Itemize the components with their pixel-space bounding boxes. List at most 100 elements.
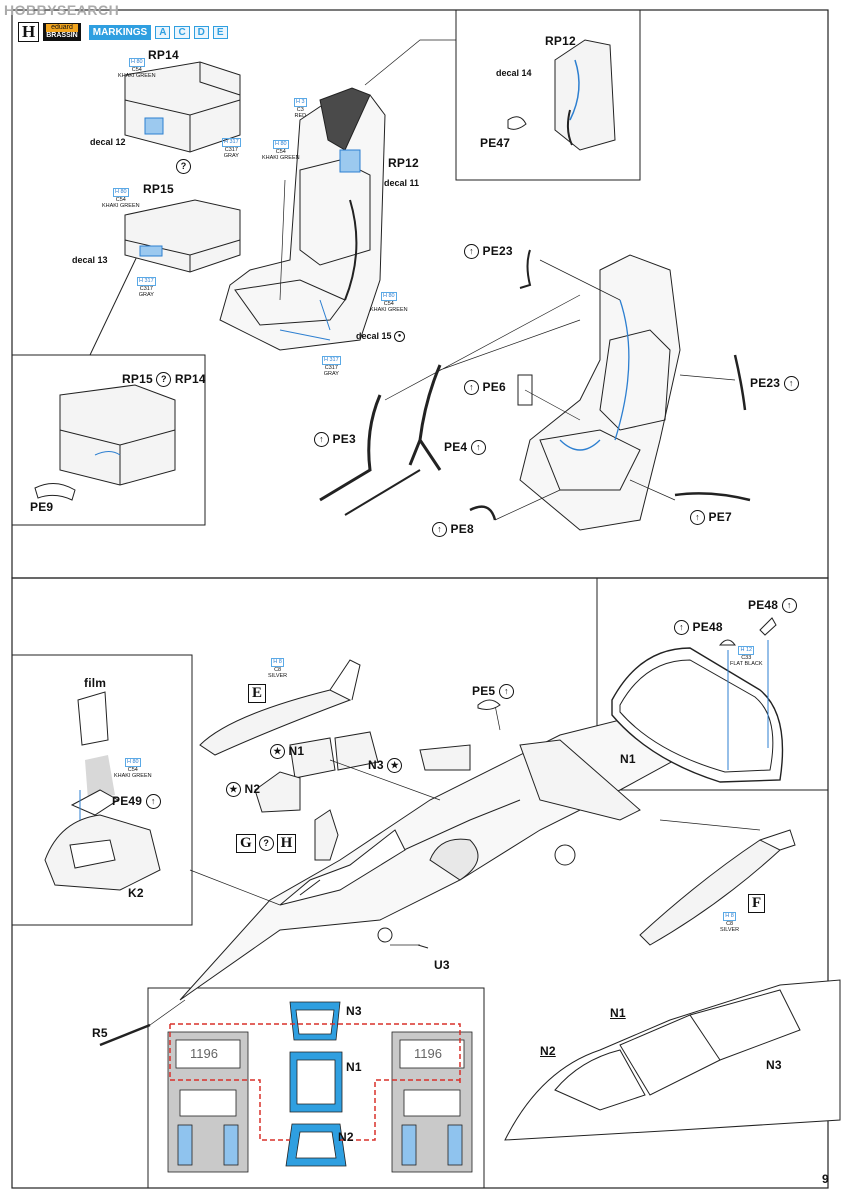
- bend-icon: ↑: [470, 440, 486, 456]
- ccode: C54: [275, 148, 286, 155]
- decal-14: decal 14: [496, 68, 532, 78]
- part-n2-main: ★ N2: [226, 782, 261, 798]
- pe23-label: PE23: [482, 244, 513, 258]
- pe23-label: PE23: [750, 376, 781, 390]
- box-f: F: [748, 894, 766, 913]
- part-n1-main: ★ N1: [270, 744, 304, 760]
- part-k2: K2: [128, 886, 144, 900]
- paint-name: KHAKI GREEN: [118, 73, 156, 79]
- marking-a: A: [155, 25, 171, 39]
- paint-name: KHAKI GREEN: [370, 307, 408, 313]
- part-n1-inset: N1: [620, 752, 636, 766]
- bend-icon: ↑: [464, 244, 479, 260]
- hcode: H 12: [738, 646, 755, 655]
- rp15-label: RP15: [122, 372, 153, 386]
- brand-top: eduard: [46, 24, 78, 32]
- part-n3-main: N3 ★: [368, 758, 403, 774]
- bend-icon: ↑: [145, 794, 161, 810]
- part-pe9: PE9: [30, 500, 54, 514]
- paint-rp14-gray: H 317 C317 GRAY: [222, 138, 241, 160]
- part-r5: R5: [92, 1026, 108, 1040]
- ccode: C54: [131, 66, 142, 73]
- option-g-h: G ? H: [236, 834, 297, 853]
- n3-label: N3: [368, 758, 384, 772]
- hcode: H 3: [294, 98, 307, 107]
- detail-n3: N3: [766, 1058, 782, 1072]
- hcode: H 80: [272, 140, 289, 149]
- bend-icon: ↑: [674, 620, 689, 636]
- ccode: C54: [127, 766, 138, 773]
- option-f-label: F: [748, 894, 766, 913]
- decal-marker-icon: ●: [394, 331, 406, 343]
- marking-c: C: [174, 25, 190, 39]
- paint-seat-gray: H 317 C317 GRAY: [322, 356, 341, 378]
- part-rp12-main: RP12: [388, 156, 419, 170]
- part-pe3: ↑ PE3: [314, 432, 356, 448]
- box-e: E: [248, 684, 267, 703]
- n2-label: N2: [244, 782, 261, 796]
- ccode: C317: [139, 285, 153, 292]
- pe48-label: PE48: [748, 598, 779, 612]
- paint-seat-khaki: H 80 C54 KHAKI GREEN: [262, 140, 300, 162]
- ccode: C54: [383, 300, 394, 307]
- paint-rp15-gray: H 317 C317 GRAY: [137, 277, 156, 299]
- hcode: H 8: [271, 658, 284, 667]
- marking-d: D: [193, 25, 209, 39]
- part-pe7: ↑ PE7: [690, 510, 732, 526]
- bend-icon: ↑: [432, 522, 447, 538]
- decal-11: decal 11: [384, 178, 420, 188]
- ccode: C317: [224, 146, 238, 153]
- paint-name: SILVER: [268, 673, 288, 679]
- step-letter: H: [18, 22, 40, 42]
- paint-rp15-khaki: H 80 C54 KHAKI GREEN: [102, 188, 140, 210]
- decal-15: decal 15 ●: [356, 331, 406, 343]
- detail-n2: N2: [540, 1044, 556, 1058]
- bend-icon: ↑: [464, 380, 479, 396]
- part-rp14: RP14: [148, 48, 179, 62]
- paint-rp14-khaki: H 80 C54 KHAKI GREEN: [118, 58, 156, 80]
- paint-name: GRAY: [223, 153, 239, 159]
- hcode: H 80: [380, 292, 397, 301]
- part-pe48-b: PE48 ↑: [748, 598, 797, 614]
- hcode: H 80: [112, 188, 129, 197]
- question-icon: ?: [258, 836, 274, 851]
- paint-film-khaki: H 80 C54 KHAKI GREEN: [114, 758, 152, 780]
- pe3-label: PE3: [332, 432, 356, 446]
- brassin-logo: eduard BRASSIN: [43, 23, 81, 41]
- marking-e: E: [212, 25, 228, 39]
- hcode: H 317: [137, 277, 156, 286]
- paint-name: GRAY: [138, 292, 154, 298]
- part-pe8: ↑ PE8: [432, 522, 474, 538]
- question-icon: ?: [176, 159, 191, 175]
- paint-name: GRAY: [323, 371, 339, 377]
- part-pe5: PE5 ↑: [472, 684, 514, 700]
- paint-tank-f-silver: H 8 C8 SILVER: [720, 912, 739, 934]
- film-label: film: [84, 676, 107, 690]
- part-pe47: PE47: [480, 136, 511, 150]
- paint-name: FLAT BLACK: [730, 661, 763, 667]
- pe6-label: PE6: [482, 380, 506, 394]
- mask-n2: N2: [338, 1130, 354, 1144]
- part-rp15: RP15: [143, 182, 174, 196]
- pe8-label: PE8: [450, 522, 474, 536]
- ccode: C8: [274, 666, 282, 673]
- bend-icon: ↑: [783, 376, 799, 392]
- question-marker: ?: [176, 158, 191, 176]
- part-pe23-right: PE23 ↑: [750, 376, 799, 392]
- paint-name: KHAKI GREEN: [262, 155, 300, 161]
- markings-label: MARKINGS: [88, 24, 152, 40]
- star-icon: ★: [226, 782, 241, 798]
- part-rp12-inset: RP12: [545, 34, 576, 48]
- paint-seat-khaki2: H 80 C54 KHAKI GREEN: [370, 292, 408, 314]
- pe7-label: PE7: [708, 510, 732, 524]
- mask-text-right: 1196: [414, 1046, 442, 1061]
- paint-seat-red: H 3 C3 RED: [294, 98, 307, 120]
- question-icon: ?: [156, 372, 172, 388]
- brand-bottom: BRASSIN: [46, 32, 78, 39]
- mask-n3: N3: [346, 1004, 362, 1018]
- part-rp15-or-rp14: RP15 ? RP14: [122, 372, 206, 388]
- hcode: H 80: [124, 758, 141, 767]
- bend-icon: ↑: [498, 684, 514, 700]
- decal-12: decal 12: [90, 137, 126, 147]
- star-icon: ★: [270, 744, 285, 760]
